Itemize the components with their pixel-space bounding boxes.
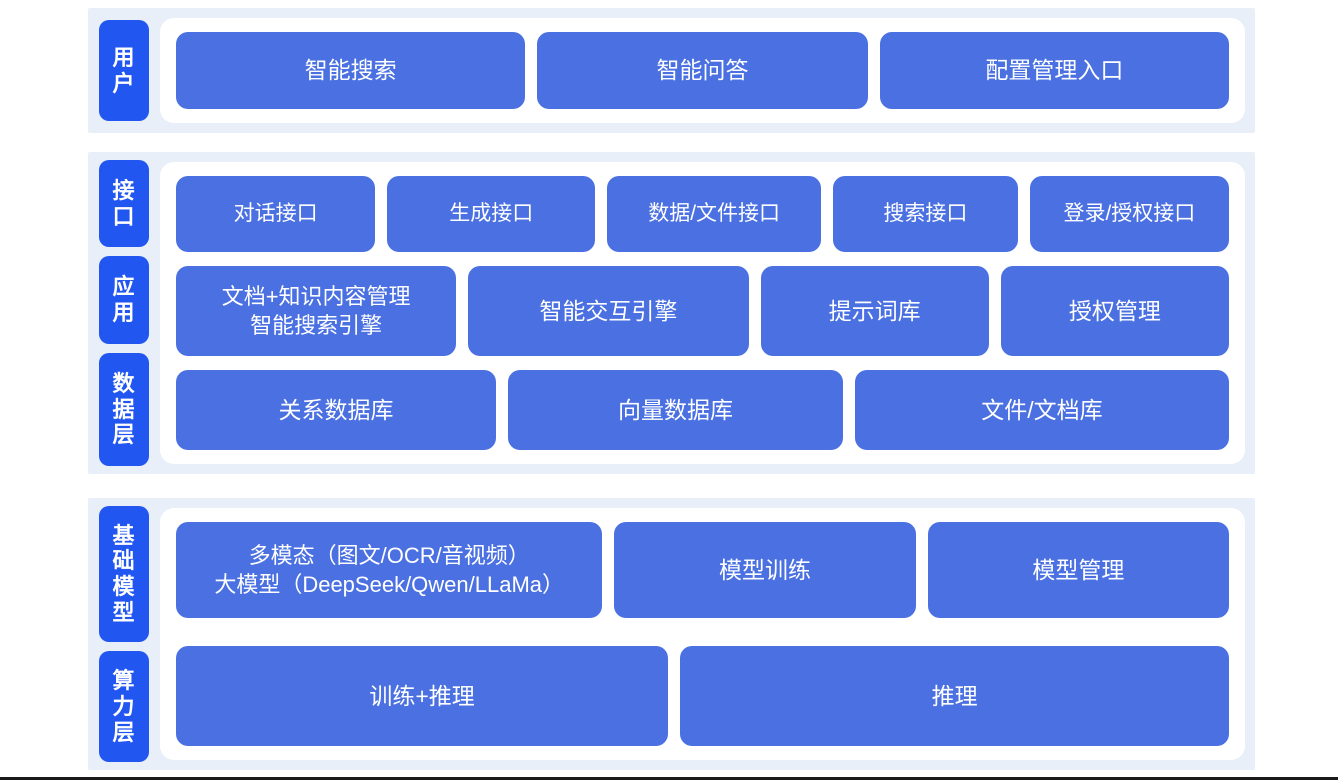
card-vector-database[interactable]: 向量数据库	[508, 370, 843, 450]
panel-middle: 对话接口 生成接口 数据/文件接口 搜索接口 登录/授权接口 文档+知识内容管理…	[160, 162, 1245, 464]
card-authorization-management[interactable]: 授权管理	[1000, 266, 1229, 356]
row-application: 文档+知识内容管理 智能搜索引擎 智能交互引擎 提示词库 授权管理	[176, 266, 1229, 356]
panel-user: 智能搜索 智能问答 配置管理入口	[160, 18, 1245, 123]
layer-tag-interface: 接口	[99, 160, 149, 248]
card-training-and-inference[interactable]: 训练+推理	[176, 646, 669, 746]
row-compute-layer: 训练+推理 推理	[176, 646, 1229, 746]
card-smart-qa[interactable]: 智能问答	[537, 32, 868, 109]
layer-tag-column-user: 用户	[88, 8, 160, 133]
row-foundation-model: 多模态（图文/OCR/音视频） 大模型（DeepSeek/Qwen/LLaMa）…	[176, 522, 1230, 618]
layer-tag-user: 用户	[99, 20, 149, 121]
layer-tag-application: 应用	[99, 256, 149, 344]
row-data-layer: 关系数据库 向量数据库 文件/文档库	[176, 370, 1229, 450]
layer-tag-column-base: 基础模型 算力层	[88, 498, 160, 770]
card-model-training[interactable]: 模型训练	[614, 522, 916, 618]
card-prompt-library[interactable]: 提示词库	[760, 266, 989, 356]
card-login-auth-interface[interactable]: 登录/授权接口	[1029, 176, 1229, 252]
layer-tag-foundation-model: 基础模型	[99, 506, 149, 643]
card-generation-interface[interactable]: 生成接口	[387, 176, 596, 252]
bottom-divider	[0, 777, 1338, 780]
panel-base: 多模态（图文/OCR/音视频） 大模型（DeepSeek/Qwen/LLaMa）…	[160, 508, 1245, 760]
card-interaction-engine[interactable]: 智能交互引擎	[468, 266, 749, 356]
row-user-entries: 智能搜索 智能问答 配置管理入口	[176, 32, 1230, 109]
card-multimodal-large-model[interactable]: 多模态（图文/OCR/音视频） 大模型（DeepSeek/Qwen/LLaMa）	[176, 522, 603, 618]
card-relational-database[interactable]: 关系数据库	[176, 370, 496, 450]
row-interface: 对话接口 生成接口 数据/文件接口 搜索接口 登录/授权接口	[176, 176, 1229, 252]
card-search-interface[interactable]: 搜索接口	[832, 176, 1018, 252]
layer-tag-column-middle: 接口 应用 数据层	[88, 152, 160, 474]
card-config-management-entry[interactable]: 配置管理入口	[879, 32, 1230, 109]
card-model-management[interactable]: 模型管理	[927, 522, 1230, 618]
card-smart-search[interactable]: 智能搜索	[176, 32, 526, 109]
card-data-file-interface[interactable]: 数据/文件接口	[607, 176, 821, 252]
card-file-document-store[interactable]: 文件/文档库	[855, 370, 1229, 450]
section-user: 用户 智能搜索 智能问答 配置管理入口	[88, 8, 1255, 133]
card-dialog-interface[interactable]: 对话接口	[176, 176, 376, 252]
section-middle: 接口 应用 数据层 对话接口 生成接口 数据/文件接口 搜索接口 登录/授权接口…	[88, 152, 1255, 474]
layer-tag-data: 数据层	[99, 352, 149, 466]
section-base: 基础模型 算力层 多模态（图文/OCR/音视频） 大模型（DeepSeek/Qw…	[88, 498, 1255, 770]
layer-tag-compute: 算力层	[99, 651, 149, 763]
card-document-knowledge-management[interactable]: 文档+知识内容管理 智能搜索引擎	[176, 266, 457, 356]
card-inference[interactable]: 推理	[680, 646, 1229, 746]
